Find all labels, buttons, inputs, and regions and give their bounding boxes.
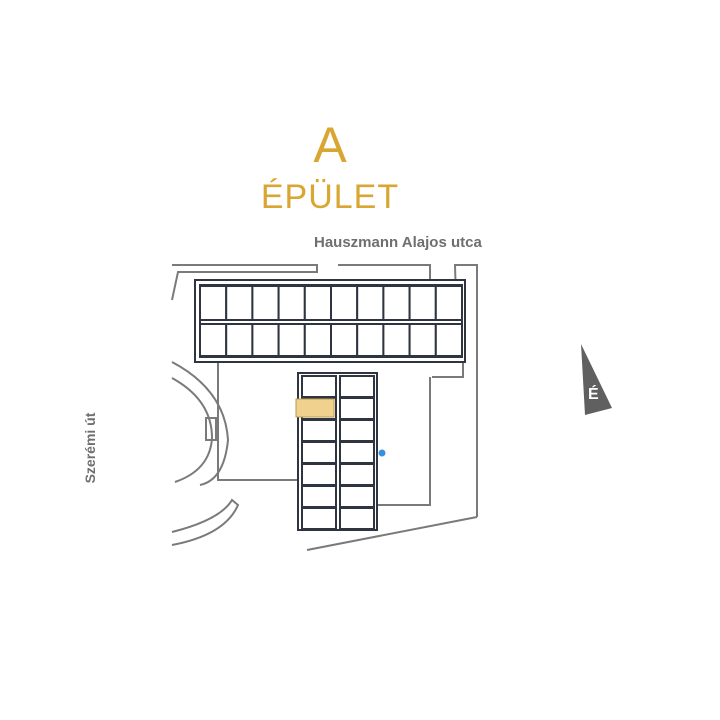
north-arrow-icon	[581, 344, 612, 415]
apartment	[301, 507, 337, 530]
apartment	[199, 323, 228, 357]
apartment	[382, 285, 411, 321]
apartment	[339, 441, 375, 464]
apartment	[251, 285, 280, 321]
selected-apartment[interactable]	[295, 398, 335, 418]
apartment	[301, 375, 337, 398]
building-letter: A	[313, 117, 347, 173]
apartment	[408, 285, 437, 321]
apartment	[434, 285, 463, 321]
location-marker	[378, 449, 386, 457]
apartment	[225, 323, 254, 357]
apartment	[225, 285, 254, 321]
apartment	[277, 285, 306, 321]
courtyard-outline	[432, 362, 464, 378]
apartment	[356, 323, 385, 357]
apartment	[339, 375, 375, 398]
apartment	[408, 323, 437, 357]
courtyard-outline	[378, 377, 431, 506]
apartment	[301, 485, 337, 508]
driveway-curve	[171, 498, 240, 546]
apartment	[277, 323, 306, 357]
apartment	[199, 285, 228, 321]
roundabout-arc	[171, 361, 230, 486]
apartment	[330, 285, 359, 321]
compass-label: É	[588, 384, 599, 403]
apartment	[301, 441, 337, 464]
apartment	[356, 285, 385, 321]
apartment	[303, 285, 332, 321]
compass: É	[581, 344, 612, 415]
site-diagonal	[306, 516, 478, 551]
apartment	[382, 323, 411, 357]
courtyard-outline	[217, 362, 298, 481]
building-title: ÉPÜLET	[260, 178, 400, 216]
stair-block	[205, 417, 217, 441]
apartment	[301, 463, 337, 486]
apartment	[339, 463, 375, 486]
roundabout-arc	[171, 377, 214, 483]
apartment	[339, 397, 375, 420]
apartment	[303, 323, 332, 357]
apartment	[339, 419, 375, 442]
apartment	[339, 507, 375, 530]
apartments	[194, 279, 466, 531]
street-label-hauszmann: Hauszmann Alajos utca	[314, 234, 482, 251]
apartment	[330, 323, 359, 357]
apartment	[339, 485, 375, 508]
street-boundary	[171, 264, 318, 301]
apartment	[301, 419, 337, 442]
apartment	[434, 323, 463, 357]
apartment	[251, 323, 280, 357]
